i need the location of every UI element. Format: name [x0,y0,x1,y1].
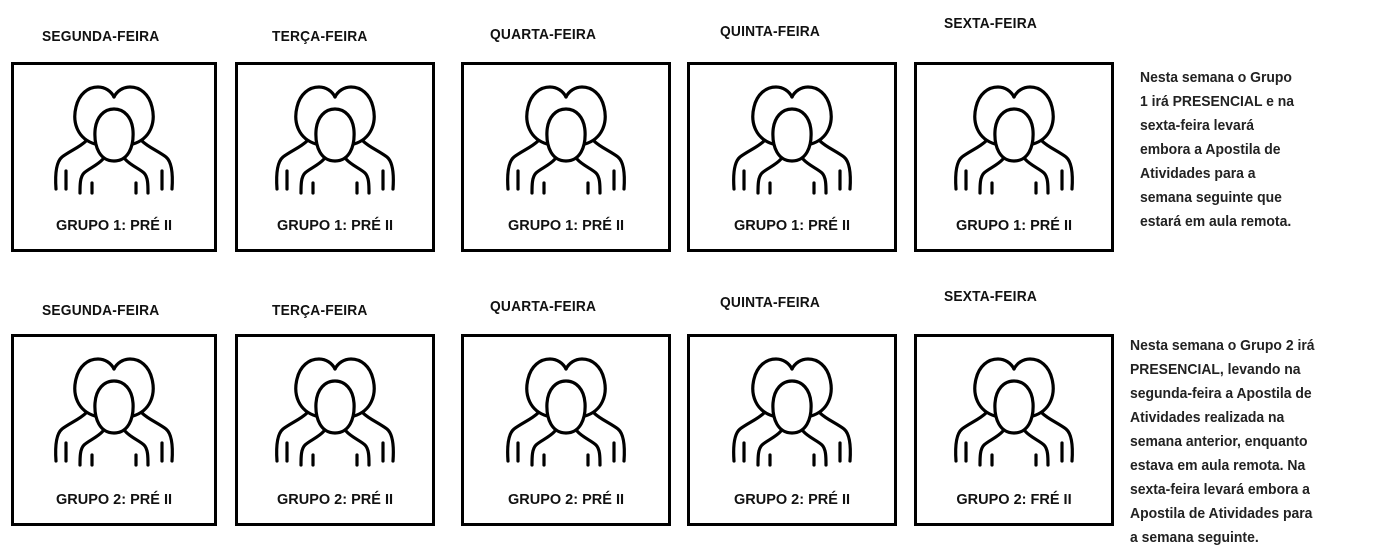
note-line: a semana seguinte. [1130,529,1259,546]
row2-note: Nesta semana o Grupo 2 irá PRESENCIAL, l… [1130,334,1315,550]
row1-day-tuesday: TERÇA-FEIRA [272,28,368,45]
group-of-people-icon [506,357,626,467]
group-of-people-icon [954,85,1074,195]
row2-card-monday: GRUPO 2: PRÉ II [11,334,217,526]
row2-card-wednesday: GRUPO 2: PRÉ II [461,334,671,526]
group-of-people-icon [954,357,1074,467]
row1-card-thursday: GRUPO 1: PRÉ II [687,62,897,252]
row2-day-friday: SEXTA-FEIRA [944,288,1038,305]
group-label: GRUPO 1: PRÉ II [55,218,173,234]
row1-card-monday: GRUPO 1: PRÉ II [11,62,217,252]
note-line: segunda-feira a Apostila de [1130,385,1312,402]
row2-day-wednesday: QUARTA-FEIRA [490,298,597,315]
note-line: Nesta semana o Grupo [1140,69,1292,86]
row2-day-monday: SEGUNDA-FEIRA [42,302,160,319]
group-label: GRUPO 2: PRÉ II [276,492,394,508]
row1-card-wednesday: GRUPO 1: PRÉ II [461,62,671,252]
row1-note: Nesta semana o Grupo 1 irá PRESENCIAL e … [1140,66,1294,234]
group-label: GRUPO 2: FRÉ II [956,492,1072,508]
row1-card-tuesday: GRUPO 1: PRÉ II [235,62,435,252]
note-line: sexta-feira levará embora a [1130,481,1310,498]
group-label: GRUPO 1: PRÉ II [507,218,625,234]
group-of-people-icon [732,357,852,467]
group-of-people-icon [732,85,852,195]
row2-card-thursday: GRUPO 2: PRÉ II [687,334,897,526]
group-label: GRUPO 1: PRÉ II [276,218,394,234]
row2-day-tuesday: TERÇA-FEIRA [272,302,368,319]
group-label: GRUPO 2: PRÉ II [733,492,851,508]
row1-day-thursday: QUINTA-FEIRA [720,23,821,40]
group-label: GRUPO 1: PRÉ II [955,218,1073,234]
group-of-people-icon [275,357,395,467]
note-line: 1 irá PRESENCIAL e na [1140,93,1295,110]
row1-day-monday: SEGUNDA-FEIRA [42,28,160,45]
row1-day-friday: SEXTA-FEIRA [944,15,1038,32]
note-line: estará em aula remota. [1140,213,1292,230]
group-of-people-icon [275,85,395,195]
row2-day-thursday: QUINTA-FEIRA [720,294,821,311]
group-label: GRUPO 1: PRÉ II [733,218,851,234]
group-of-people-icon [54,357,174,467]
note-line: semana seguinte que [1140,189,1282,206]
note-line: Atividades realizada na [1130,409,1285,426]
note-line: Atividades para a [1140,165,1256,182]
group-label: GRUPO 2: PRÉ II [55,492,173,508]
row2-card-friday: GRUPO 2: FRÉ II [914,334,1114,526]
note-line: embora a Apostila de [1140,141,1281,158]
row2-card-tuesday: GRUPO 2: PRÉ II [235,334,435,526]
note-line: PRESENCIAL, levando na [1130,361,1301,378]
note-line: Nesta semana o Grupo 2 irá [1130,337,1315,354]
group-label: GRUPO 2: PRÉ II [507,492,625,508]
note-line: sexta-feira levará [1140,117,1255,134]
row1-card-friday: GRUPO 1: PRÉ II [914,62,1114,252]
row1-day-wednesday: QUARTA-FEIRA [490,26,597,43]
note-line: semana anterior, enquanto [1130,433,1308,450]
note-line: estava em aula remota. Na [1130,457,1306,474]
group-of-people-icon [506,85,626,195]
note-line: Apostila de Atividades para [1130,505,1313,522]
group-of-people-icon [54,85,174,195]
